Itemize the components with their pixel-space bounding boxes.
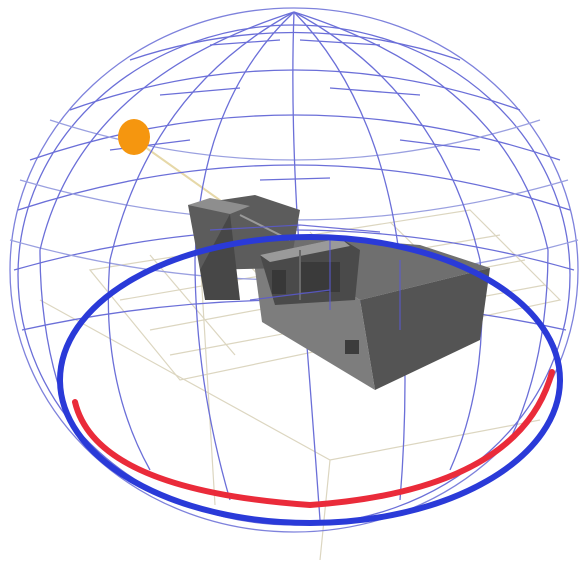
sun-icon bbox=[118, 119, 150, 155]
building-model bbox=[188, 195, 490, 390]
